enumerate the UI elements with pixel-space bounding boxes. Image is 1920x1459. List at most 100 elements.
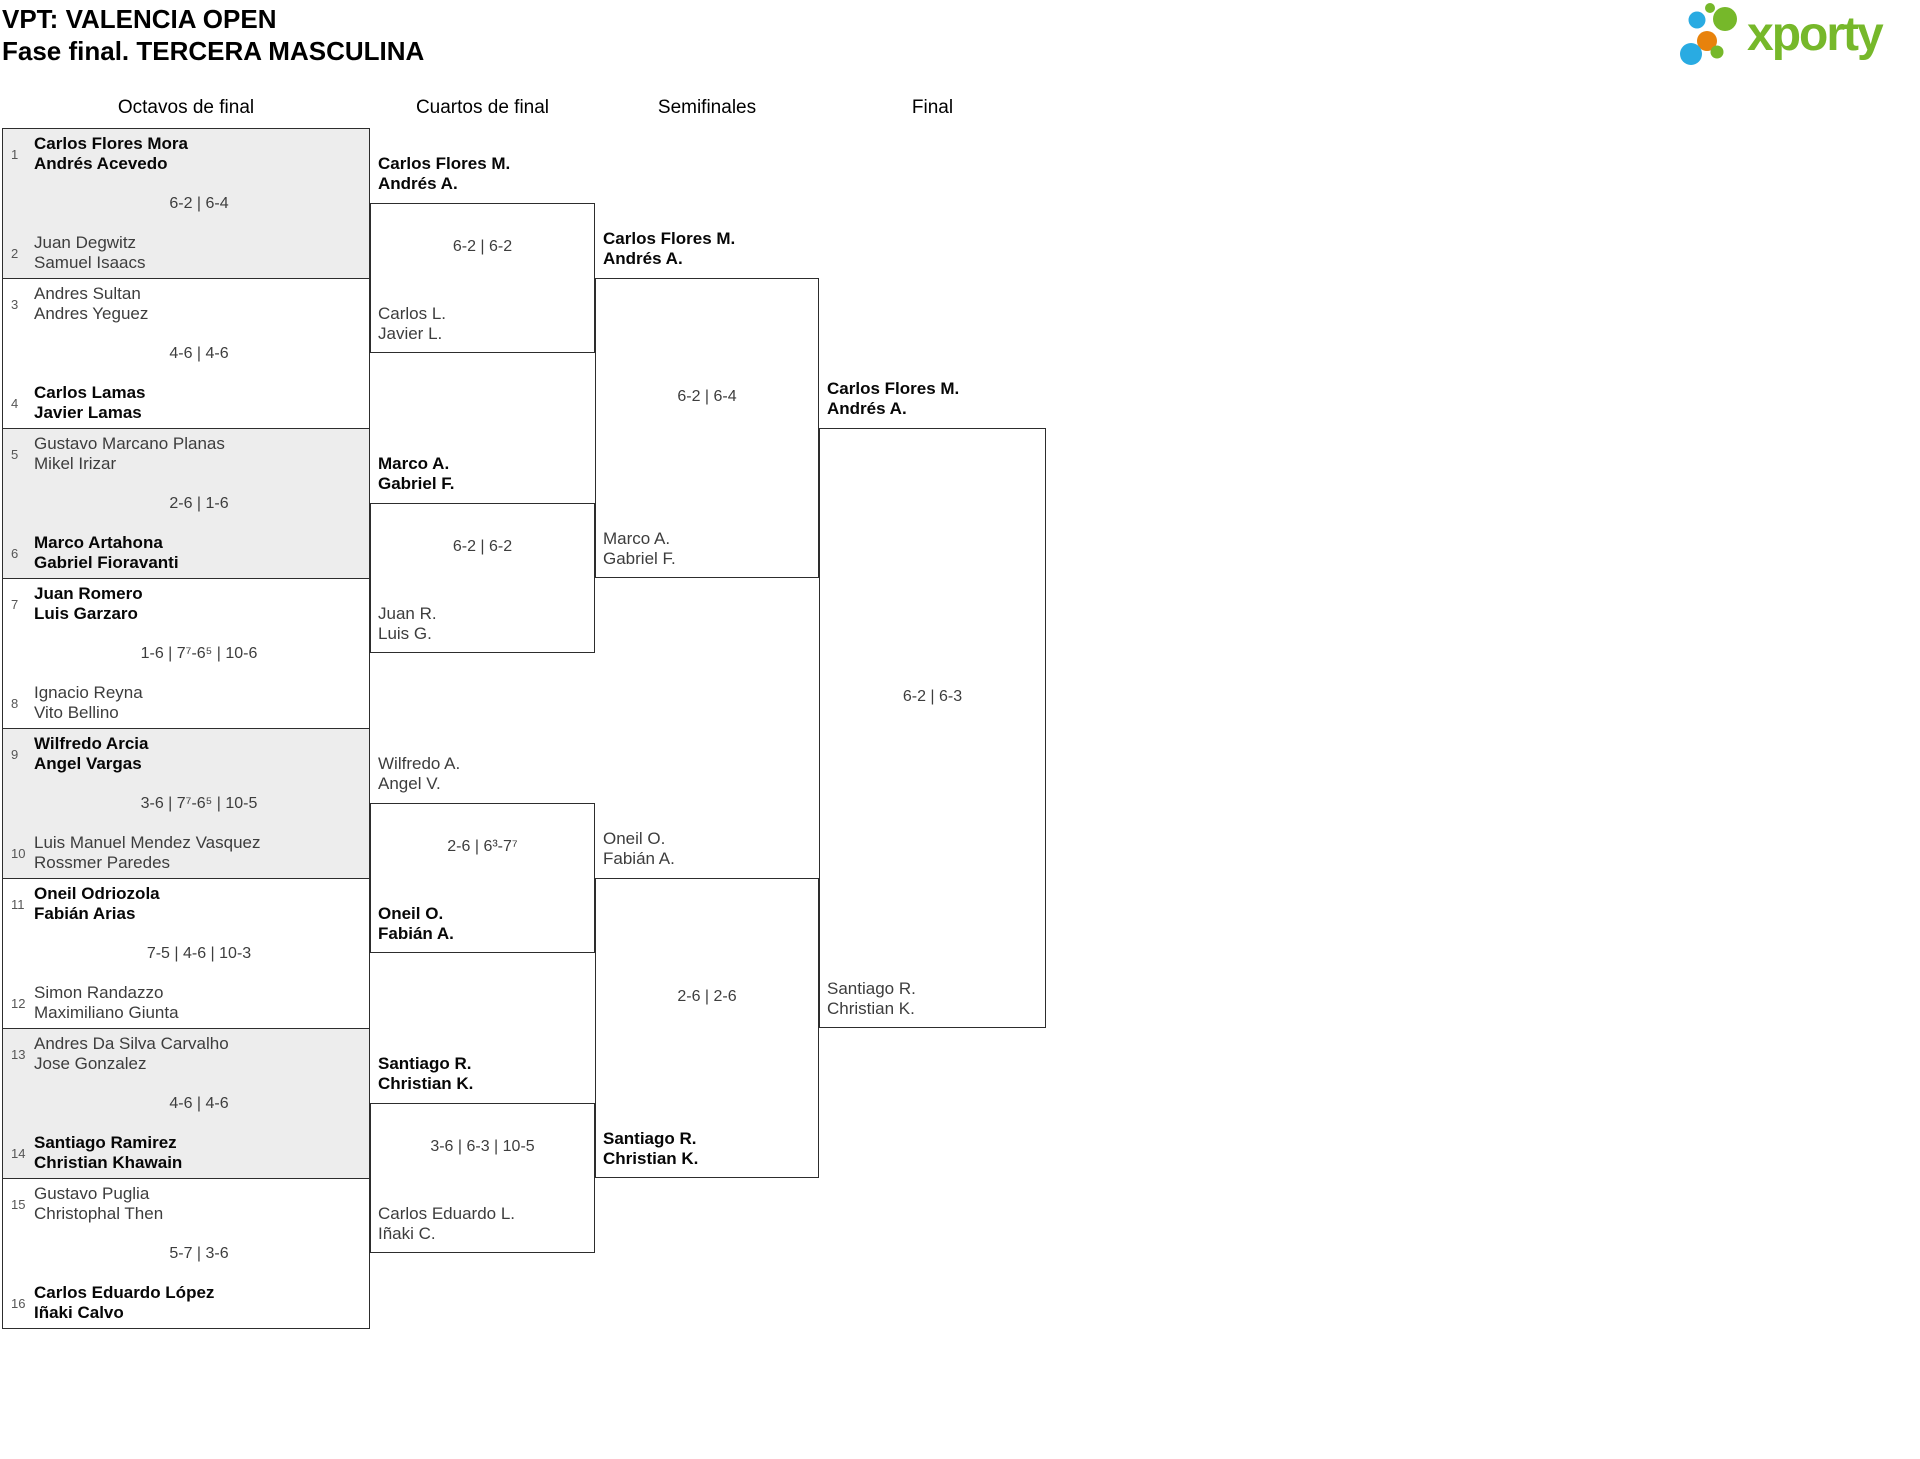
player-name: Santiago Ramirez [34, 1133, 177, 1152]
player-name: Andrés A. [827, 399, 907, 418]
player-name: Fabián A. [603, 849, 675, 868]
tournament-subtitle: Fase final. TERCERA MASCULINA [2, 36, 425, 66]
player-name: Jose Gonzalez [34, 1054, 147, 1073]
player-name: Rossmer Paredes [34, 853, 171, 872]
player-name: Oneil Odriozola [34, 884, 160, 903]
player-name: Gabriel F. [378, 474, 455, 493]
seed-number: 1 [11, 146, 19, 162]
player-name: Christian K. [378, 1074, 474, 1093]
player-name: Maximiliano Giunta [34, 1003, 179, 1022]
player-name: Javier Lamas [34, 403, 142, 422]
team-entry: Carlos Flores M.Andrés A. [827, 379, 959, 419]
match-score: 6-2 | 6-2 [452, 238, 513, 255]
player-name: Mikel Irizar [34, 454, 117, 473]
player-name: Carlos Flores M. [827, 379, 960, 398]
match-score: 1-6 | 7⁷-6⁵ | 10-6 [140, 644, 258, 662]
seed-number: 4 [11, 395, 19, 411]
xporty-logo-dots-icon [1680, 3, 1737, 65]
round-header-octavos: Octavos de final [117, 97, 255, 118]
match-score: 7-5 | 4-6 | 10-3 [146, 944, 252, 962]
logo-dot-orange [1697, 31, 1717, 51]
team-entry: Carlos Eduardo L.Iñaki C. [378, 1204, 515, 1244]
seed-number: 16 [11, 1295, 26, 1311]
seed-number: 5 [11, 446, 19, 462]
logo-dot-blue-big [1680, 43, 1702, 65]
match-score: 2-6 | 1-6 [169, 494, 229, 512]
team-entry: Wilfredo A.Angel V. [378, 754, 460, 794]
player-name: Santiago R. [603, 1129, 697, 1148]
player-name: Oneil O. [378, 904, 444, 923]
team-entry: Carlos Flores M.Andrés A. [603, 229, 735, 269]
match-score: 2-6 | 6³-7⁷ [447, 838, 518, 855]
xporty-logo[interactable]: xporty [1678, 2, 1884, 68]
player-name: Andrés Acevedo [34, 154, 168, 173]
seed-number: 15 [11, 1196, 26, 1212]
player-name: Simon Randazzo [34, 983, 164, 1002]
player-name: Angel V. [378, 774, 441, 793]
player-name: Christophal Then [34, 1204, 164, 1223]
match-score: 3-6 | 7⁷-6⁵ | 10-5 [140, 794, 258, 812]
round-header-semifinales: Semifinales [657, 97, 757, 118]
xporty-logo-text: xporty [1747, 8, 1884, 61]
match-score: 6-2 | 6-3 [902, 688, 963, 705]
player-name: Santiago R. [827, 979, 916, 998]
match-score: 6-2 | 6-4 [677, 388, 737, 405]
player-name: Marco A. [378, 454, 450, 473]
player-name: Carlos Flores M. [603, 229, 736, 248]
seed-number: 7 [11, 596, 19, 612]
team-entry: Santiago R.Christian K. [603, 1129, 698, 1169]
logo-dot-blue-small [1688, 11, 1706, 29]
player-name: Gustavo Marcano Planas [34, 434, 225, 453]
player-name: Fabián Arias [34, 904, 136, 923]
tournament-title: VPT: VALENCIA OPEN [2, 4, 277, 34]
player-name: Andres Da Silva Carvalho [34, 1034, 229, 1053]
player-name: Wilfredo Arcia [34, 734, 149, 753]
seed-number: 2 [11, 245, 19, 261]
player-name: Oneil O. [603, 829, 666, 848]
seed-number: 9 [11, 746, 19, 762]
team-entry: Santiago R.Christian K. [827, 979, 916, 1019]
seed-number: 6 [11, 545, 19, 561]
match-score: 5-7 | 3-6 [169, 1244, 229, 1262]
logo-dot-green-big [1713, 7, 1737, 31]
player-name: Marco Artahona [34, 533, 163, 552]
player-name: Angel Vargas [34, 754, 142, 773]
team-entry: Marco A.Gabriel F. [378, 454, 455, 494]
logo-dot-green-small [1705, 3, 1715, 13]
seed-number: 11 [11, 896, 25, 912]
player-name: Samuel Isaacs [34, 253, 146, 272]
player-name: Luis Garzaro [34, 604, 138, 623]
match-score: 4-6 | 4-6 [169, 344, 229, 362]
player-name: Andres Yeguez [34, 304, 149, 323]
seed-number: 14 [11, 1145, 26, 1161]
player-name: Juan R. [378, 604, 437, 623]
